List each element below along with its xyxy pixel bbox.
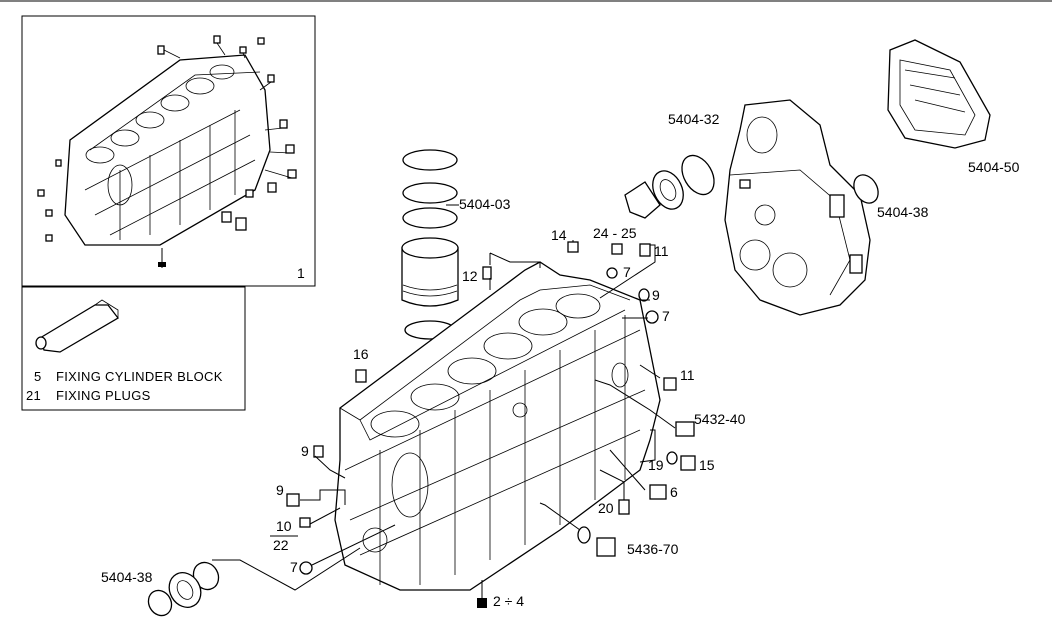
fitting-5432-40 xyxy=(675,421,695,437)
callout-19: 19 xyxy=(648,457,664,473)
callout-5404-38-left: 5404-38 xyxy=(101,569,153,585)
plug-9-b xyxy=(313,445,324,458)
plug-10-22 xyxy=(299,517,311,528)
callout-12: 12 xyxy=(462,268,478,284)
callout-22: 22 xyxy=(273,537,289,553)
sealant-tube-illustration xyxy=(35,299,119,353)
callout-5404-50: 5404-50 xyxy=(968,159,1020,175)
callout-5436-70: 5436-70 xyxy=(627,541,679,557)
callout-24-25: 24 - 25 xyxy=(593,225,637,241)
callout-11-top: 11 xyxy=(654,243,669,259)
cylinder-liner-and-rings xyxy=(401,149,459,340)
callout-11-mid: 11 xyxy=(680,367,695,383)
leader-lines xyxy=(212,240,676,591)
ring-7-c xyxy=(299,561,313,575)
callout-10: 10 xyxy=(276,518,292,534)
kit-line-2-text: FIXING PLUGS xyxy=(56,388,151,403)
plug-11-top xyxy=(639,243,651,257)
ring-5436-70 xyxy=(577,526,591,544)
box1-number: 1 xyxy=(297,265,305,281)
plug-12 xyxy=(482,266,492,280)
plug-20 xyxy=(618,499,630,515)
callout-20: 20 xyxy=(598,500,614,516)
kit-line-1-number: 5 xyxy=(34,369,42,384)
ring-19 xyxy=(666,451,678,465)
plug-15 xyxy=(680,455,696,471)
callout-5404-32: 5404-32 xyxy=(668,111,720,127)
callout-5432-40: 5432-40 xyxy=(694,411,746,427)
ring-9-a xyxy=(638,288,650,302)
plug-6 xyxy=(649,484,667,500)
timing-cover xyxy=(724,99,871,316)
front-seal-parts xyxy=(624,154,879,219)
callout-6: 6 xyxy=(670,484,678,500)
plug-24-25 xyxy=(611,243,623,255)
kit-line-1-text: FIXING CYLINDER BLOCK xyxy=(56,369,223,384)
callout-16: 16 xyxy=(353,346,369,362)
assembled-block-illustration xyxy=(37,35,297,268)
callout-2-4: 2 ÷ 4 xyxy=(493,593,524,609)
small-fittings xyxy=(286,241,696,608)
callout-labels: 5404-03 5404-32 5404-50 5404-38 5404-38 … xyxy=(101,111,1020,609)
sump-gasket xyxy=(887,39,991,149)
callout-9-c: 9 xyxy=(276,482,284,498)
callout-9-b: 9 xyxy=(301,443,309,459)
callout-9-a: 9 xyxy=(652,287,660,303)
inset-box-1: 1 xyxy=(21,15,316,287)
callout-5404-03: 5404-03 xyxy=(459,196,511,212)
plug-14 xyxy=(567,241,579,253)
callout-14: 14 xyxy=(551,227,567,243)
kit-line-2-number: 21 xyxy=(26,388,41,403)
callout-7-b: 7 xyxy=(662,308,670,324)
ring-7-a xyxy=(606,267,618,279)
callout-15: 15 xyxy=(699,457,715,473)
bolt-2-4 xyxy=(477,598,487,608)
plug-16 xyxy=(355,369,367,383)
rear-seal-parts xyxy=(147,561,220,617)
callout-7-c: 7 xyxy=(290,559,298,575)
plug-9-c xyxy=(286,493,300,507)
plug-5436-70 xyxy=(596,537,616,557)
cylinder-block xyxy=(334,261,661,591)
callout-5404-38-right: 5404-38 xyxy=(877,204,929,220)
callout-7-a: 7 xyxy=(623,264,631,280)
plug-11-mid xyxy=(663,377,677,391)
inset-box-2: 5 FIXING CYLINDER BLOCK 21 FIXING PLUGS xyxy=(21,286,246,411)
ring-7-b xyxy=(645,310,659,324)
